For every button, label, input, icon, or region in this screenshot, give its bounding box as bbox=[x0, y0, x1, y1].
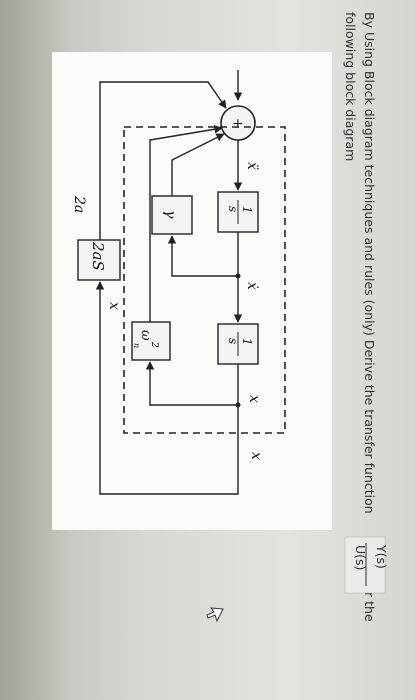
wire-xdot-to-gamma bbox=[167, 235, 238, 277]
omega-base: ω bbox=[138, 330, 153, 341]
two-a-label: 2a bbox=[71, 195, 87, 213]
question-text: By Using Block diagram techniques and ru… bbox=[343, 12, 377, 622]
wire-gamma-to-summer bbox=[171, 133, 225, 196]
dashed-boundary bbox=[123, 126, 286, 434]
tf-numerator: Y(s) bbox=[374, 544, 389, 569]
tf-denominator: U(s) bbox=[353, 545, 368, 570]
wire-x-to-2aS bbox=[95, 281, 239, 495]
signal-xddot: ẍ bbox=[244, 162, 260, 170]
signal-xdot: ẋ bbox=[244, 282, 260, 290]
integrator-2-den: s bbox=[226, 338, 240, 344]
integrator-1-num: 1 bbox=[240, 206, 254, 214]
summer-sign: + bbox=[232, 116, 244, 132]
two-a-s-label: 2aS bbox=[89, 241, 107, 271]
block-diagram: + 1 s 1 s ẍ ẋ x γ bbox=[71, 70, 286, 495]
integrator-1-den: s bbox=[226, 206, 240, 212]
diagram-panel bbox=[52, 52, 332, 530]
omega-sub: n bbox=[132, 343, 141, 348]
signal-x-upper: x bbox=[246, 395, 262, 403]
signal-x-right: x bbox=[106, 302, 122, 310]
two-a-s-block bbox=[77, 239, 121, 281]
integrator-2-num: 1 bbox=[240, 338, 254, 346]
signal-x-lower: x bbox=[248, 452, 264, 460]
transfer-function: Y(s) U(s) bbox=[344, 536, 389, 594]
wire-omega-to-summer bbox=[149, 125, 223, 322]
wire-x-to-omega bbox=[145, 361, 238, 406]
wire-2aS-to-summer bbox=[99, 81, 227, 240]
question-line-1: By Using Block diagram techniques and ru… bbox=[362, 12, 377, 514]
mouse-cursor-icon bbox=[206, 607, 224, 623]
gamma-label: γ bbox=[162, 210, 178, 219]
gamma-block bbox=[151, 195, 193, 235]
question-line-2: following block diagram bbox=[343, 12, 358, 161]
omega-block bbox=[131, 321, 171, 361]
omega-sup: 2 bbox=[149, 341, 159, 348]
